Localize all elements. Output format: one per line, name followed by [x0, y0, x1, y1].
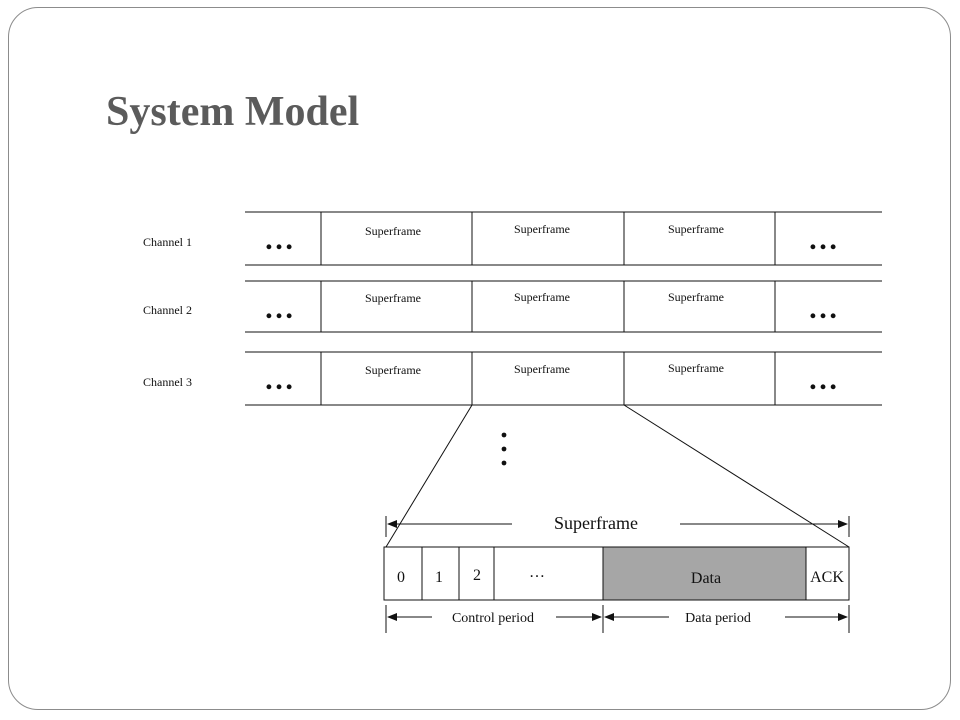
superframe-label: Superframe [668, 290, 724, 304]
superframe-label: Superframe [365, 291, 421, 305]
superframe-label: Superframe [668, 222, 724, 236]
ellipsis-left: … [264, 223, 296, 256]
ack-label: ACK [810, 569, 844, 586]
superframe-detail: 0 1 2 … Data ACK [383, 546, 850, 601]
channel-row-2: Channel 2 … Superframe Superframe Superf… [143, 280, 882, 333]
channel-label: Channel 2 [143, 303, 192, 317]
channel-label: Channel 1 [143, 235, 192, 249]
superframe-span: Superframe [385, 513, 850, 537]
data-label: Data [691, 570, 721, 587]
superframe-label: Superframe [514, 290, 570, 304]
vertical-ellipsis [501, 432, 507, 466]
page-title: System Model [106, 89, 360, 135]
superframe-span-label: Superframe [554, 513, 638, 533]
zoom-line-left [385, 404, 473, 548]
control-period-label: Control period [452, 611, 534, 626]
slide-frame [8, 7, 951, 710]
slot-label: 0 [397, 569, 405, 586]
ellipsis-right: … [808, 363, 840, 396]
slot-label: 2 [473, 567, 481, 584]
superframe-label: Superframe [668, 361, 724, 375]
channel-row-3: Channel 3 … Superframe Superframe Superf… [143, 351, 882, 406]
data-period-label: Data period [685, 611, 751, 626]
ellipsis-right: … [808, 223, 840, 256]
ellipsis-left: … [264, 363, 296, 396]
superframe-label: Superframe [514, 222, 570, 236]
superframe-label: Superframe [514, 362, 570, 376]
ellipsis-left: … [264, 292, 296, 325]
slot-label: 1 [435, 569, 443, 586]
channel-row-1: Channel 1 … Superframe Superframe Superf… [143, 211, 882, 266]
zoom-line-right [623, 404, 850, 548]
channel-label: Channel 3 [143, 375, 192, 389]
period-arrows: Control period Data period [385, 605, 850, 633]
superframe-label: Superframe [365, 363, 421, 377]
slot-ellipsis: … [529, 564, 545, 581]
superframe-label: Superframe [365, 224, 421, 238]
ellipsis-right: … [808, 292, 840, 325]
